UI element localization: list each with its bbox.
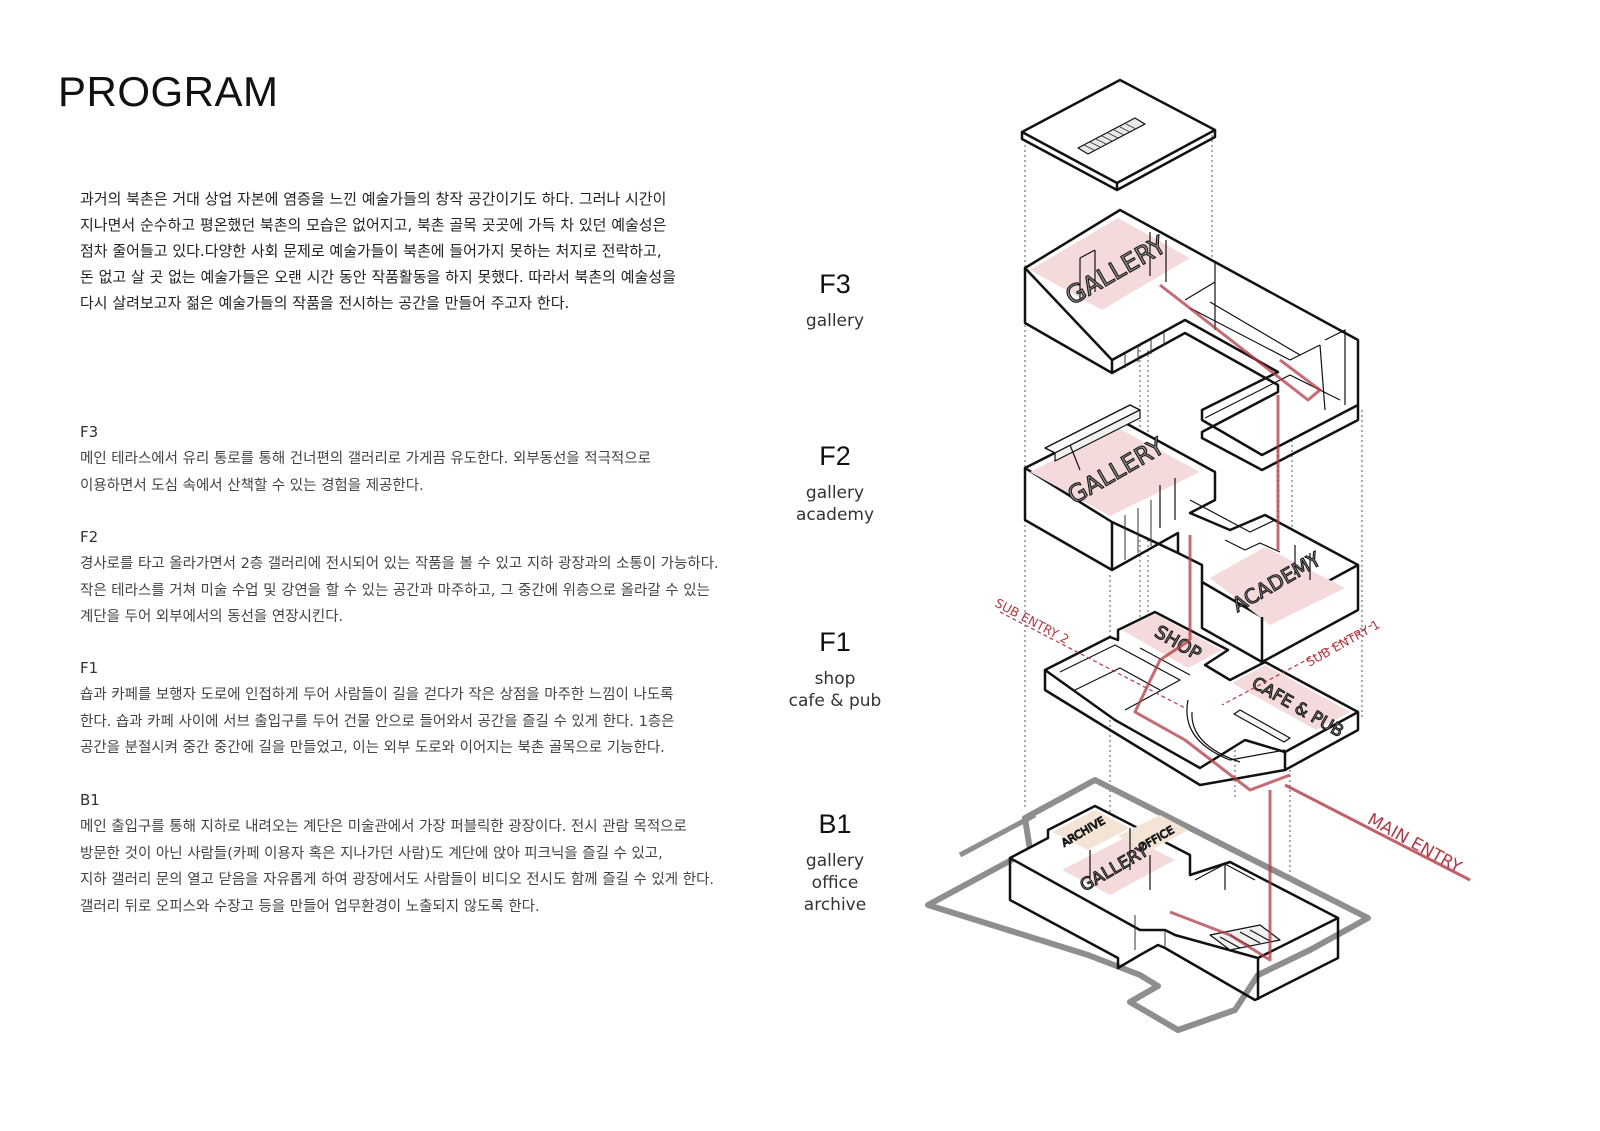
circulation-path [1133,283,1322,962]
intro-line: 점차 줄어들고 있다.다양한 사회 문제로 예술가들이 북촌에 들어가지 못하는… [80,242,662,260]
skylight-icon [1077,117,1146,155]
floor-use: gallery [805,851,865,871]
section-line: 숍과 카페를 보행자 도로에 인접하게 두어 사람들이 길을 걷다가 작은 상점… [80,687,674,703]
section-heading: F2 [80,528,99,546]
section-heading: F1 [80,659,99,677]
floor-label-f1: F1 shop cafe & pub [770,626,900,712]
intro-line: 지나면서 순수하고 평온했던 북촌의 모습은 없어지고, 북촌 골목 곳곳에 가… [80,216,667,234]
section-line: 경사로를 타고 올라가면서 2층 갤러리에 전시되어 있는 작품을 볼 수 있고… [80,556,719,572]
section-b1: B1 메인 출입구를 통해 지하로 내려오는 계단은 미술관에서 가장 퍼블릭한… [80,787,740,920]
section-f2: F2 경사로를 타고 올라가면서 2층 갤러리에 전시되어 있는 작품을 볼 수… [80,524,740,631]
section-line: 메인 테라스에서 유리 통로를 통해 건너편의 갤러리로 가게끔 유도한다. 외… [80,451,651,467]
roof-slab [1020,78,1217,192]
section-f1: F1 숍과 카페를 보행자 도로에 인접하게 두어 사람들이 길을 걷다가 작은… [80,655,740,762]
floor-uses: gallery office archive [770,850,900,916]
intro-line: 다시 살려보고자 젊은 예술가들의 작품을 전시하는 공간을 만들어 주고자 한… [80,294,570,312]
floor-code: F1 [819,627,851,657]
section-line: 한다. 숍과 카페 사이에 서브 출입구를 두어 건물 안으로 들어와서 공간을… [80,713,675,730]
section-line: 작은 테라스를 거쳐 미술 수업 및 강연을 할 수 있는 공간과 마주하고, … [80,582,710,599]
floor-f3-volume: GALLERY [1023,208,1360,472]
floor-use: cafe & pub [788,691,882,711]
floor-use: gallery [805,483,865,503]
floor-label-b1: B1 gallery office archive [770,808,900,916]
floor-code: F2 [819,441,851,471]
page-title: PROGRAM [58,68,279,115]
section-line: 공간을 분절시켜 중간 중간에 길을 만들었고, 이는 외부 도로와 이어지는 … [80,740,665,756]
floor-f1-volume: SHOP CAFE & PUB [1043,610,1360,787]
section-line: 갤러리 뒤로 오피스와 수장고 등을 만들어 업무환경이 노출되지 않도록 한다… [80,898,540,915]
site-outline [925,777,1371,1033]
floor-uses: shop cafe & pub [770,668,900,712]
section-heading: F3 [80,423,99,441]
section-line: 메인 출입구를 통해 지하로 내려오는 계단은 미술관에서 가장 퍼블릭한 광장… [80,819,687,835]
sub-entry-2-label: SUB ENTRY 2 [992,595,1071,647]
floor-f2-volume: GALLERY ACADEMY [1023,404,1360,664]
floor-use: gallery [805,311,865,331]
section-line: 계단을 두어 외부에서의 동선을 연장시킨다. [80,609,344,625]
floor-label-f3: F3 gallery [770,268,900,332]
section-line: 방문한 것이 아닌 사람들(카페 이용자 혹은 지나가던 사람)도 계단에 앉아… [80,845,663,862]
floor-label-f2: F2 gallery academy [770,440,900,526]
intro-paragraph: 과거의 북촌은 거대 상업 자본에 염증을 느낀 예술가들의 창작 공간이기도 … [80,186,720,316]
floor-uses: gallery academy [770,482,900,526]
main-entry-label: MAIN ENTRY [1364,810,1466,878]
section-heading: B1 [80,791,100,809]
section-line: 이용하면서 도심 속에서 산책할 수 있는 경험을 제공한다. [80,477,424,494]
intro-line: 과거의 북촌은 거대 상업 자본에 염증을 느낀 예술가들의 창작 공간이기도 … [80,190,667,208]
intro-line: 돈 없고 살 곳 없는 예술가들은 오랜 시간 동안 작품활동을 하지 못했다.… [80,268,676,286]
floor-use: academy [795,505,875,525]
section-line: 지하 갤러리 문의 열고 닫음을 자유롭게 하여 광장에서도 사람들이 비디오 … [80,872,715,888]
floor-code: F3 [819,269,851,299]
floor-code: B1 [818,809,852,839]
terrace-stair-icon [1044,404,1141,471]
floor-uses: gallery [770,310,900,332]
section-f3: F3 메인 테라스에서 유리 통로를 통해 건너편의 갤러리로 가게끔 유도한다… [80,419,740,499]
floor-use: shop [814,669,856,689]
floor-use: office [811,873,859,893]
sub-entry-1-label: SUB ENTRY 1 [1303,617,1382,670]
floor-b1-volume: ARCHIVE OFFICE GALLERY [1008,804,1340,1002]
floor-use: archive [803,895,867,915]
